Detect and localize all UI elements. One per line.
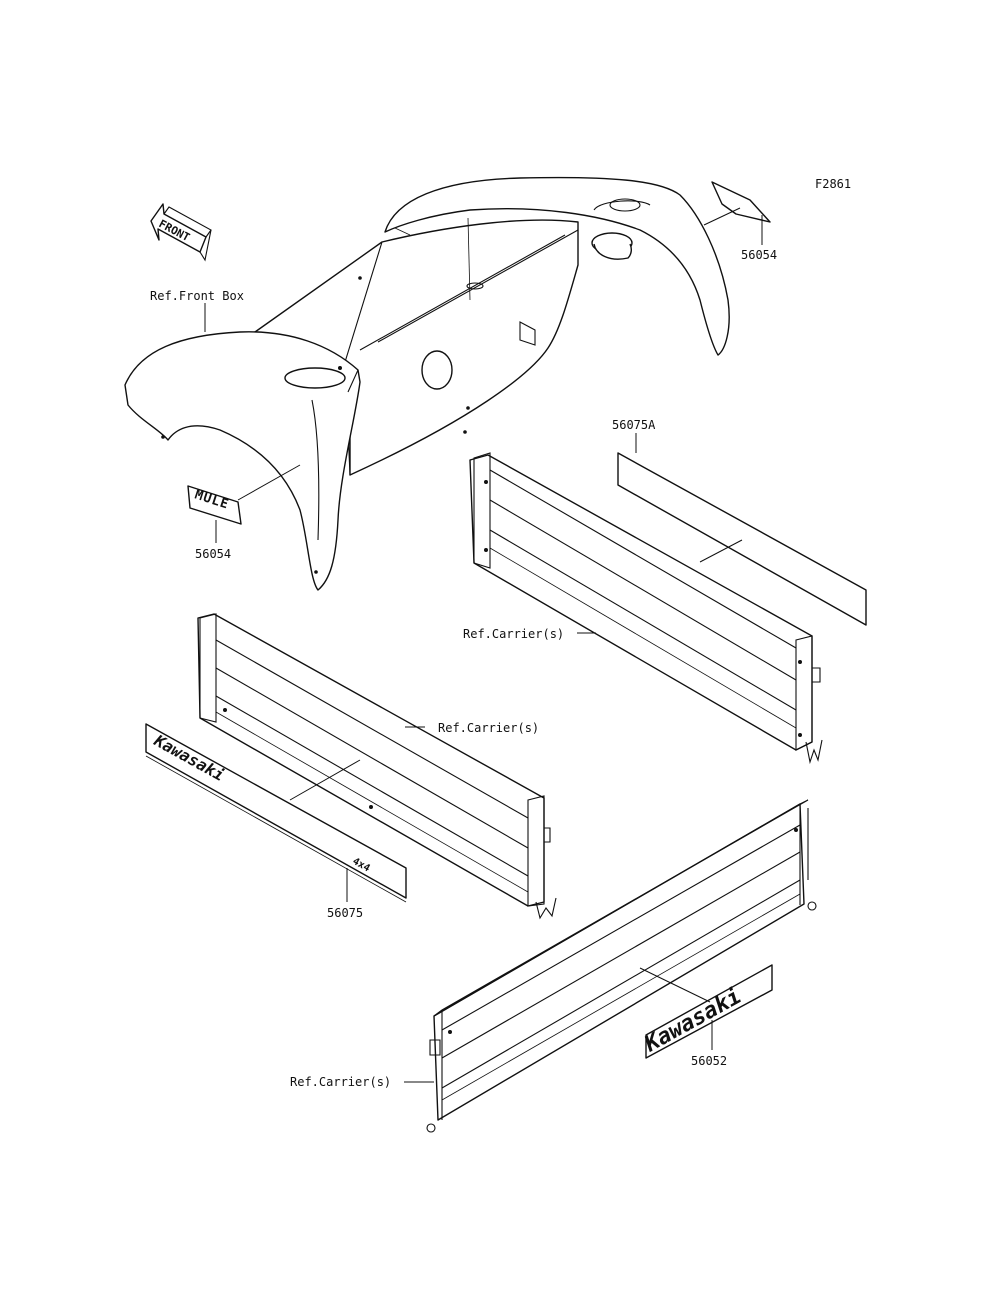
label-part-56075: 56075	[327, 906, 363, 920]
decal-56054-rear	[711, 181, 771, 223]
carrier-side-panel-middle	[197, 613, 557, 920]
leader-lines	[204, 207, 763, 1083]
label-part-56054-front: 56054	[195, 547, 231, 561]
front-arrow-icon: FRONT	[150, 203, 212, 262]
label-ref-carrier-bottom: Ref.Carrier(s)	[290, 1075, 391, 1089]
label-part-56054-rear: 56054	[741, 248, 777, 262]
label-ref-carrier-middle: Ref.Carrier(s)	[438, 721, 539, 735]
label-part-56075A: 56075A	[612, 418, 656, 432]
label-ref-front-box: Ref.Front Box	[150, 289, 244, 303]
cargo-bed-body	[124, 176, 730, 591]
decal-56075A-strip	[617, 452, 867, 626]
label-part-56052: 56052	[691, 1054, 727, 1068]
carrier-tailgate	[426, 799, 817, 1133]
carrier-side-panel-right	[469, 452, 823, 765]
label-ref-carrier-right: Ref.Carrier(s)	[463, 627, 564, 641]
figure-code: F2861	[815, 177, 851, 191]
decal-56054-mule-logo: MULE	[187, 485, 242, 525]
kawasaki-emblem-text: Kawasaki	[640, 984, 746, 1058]
